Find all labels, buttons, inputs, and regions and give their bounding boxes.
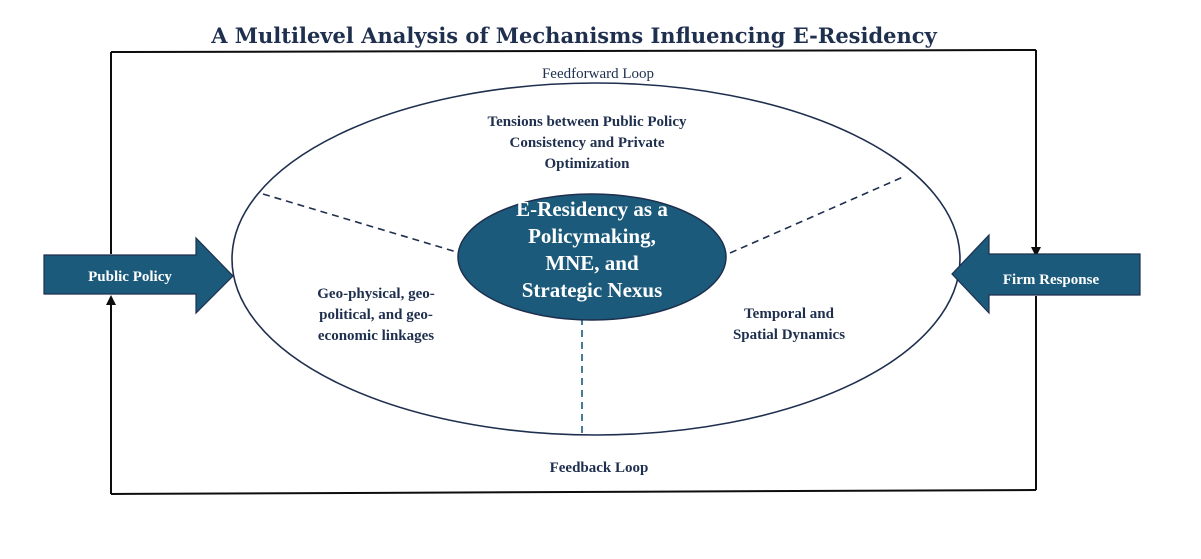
segment-top-line-3: Optimization [545, 156, 631, 172]
segment-left-line-1: Geo-physical, geo- [317, 286, 435, 302]
center-ellipse [457, 193, 727, 321]
center-line-3: MNE, and [545, 251, 639, 275]
center-line-4: Strategic Nexus [522, 278, 663, 302]
center-line-1: E-Residency as a [516, 197, 668, 221]
divider-left-dashed [262, 193, 461, 254]
segment-left-line-3: economic linkages [318, 328, 434, 344]
firm-response-label: Firm Response [1003, 272, 1100, 288]
public-policy-label: Public Policy [88, 269, 172, 285]
feedback-loop-label: Feedback Loop [550, 460, 649, 476]
segment-left-line-2: political, and geo- [319, 307, 433, 323]
segment-right-line-1: Temporal and [744, 306, 835, 322]
divider-right-dashed [729, 176, 904, 254]
diagram-title: A Multilevel Analysis of Mechanisms Infl… [210, 23, 937, 48]
feedforward-loop-label: Feedforward Loop [542, 66, 654, 82]
segment-top-line-1: Tensions between Public Policy [487, 114, 687, 130]
frame-top-line [110, 49, 1037, 53]
public-policy-arrow [43, 236, 234, 315]
frame-bottom-line [110, 489, 1037, 495]
center-line-2: Policymaking, [528, 224, 656, 248]
firm-response-arrow [951, 233, 1141, 315]
segment-top-line-2: Consistency and Private [510, 135, 665, 151]
loop-frame [106, 49, 1041, 495]
segment-right-line-2: Spatial Dynamics [733, 327, 845, 343]
